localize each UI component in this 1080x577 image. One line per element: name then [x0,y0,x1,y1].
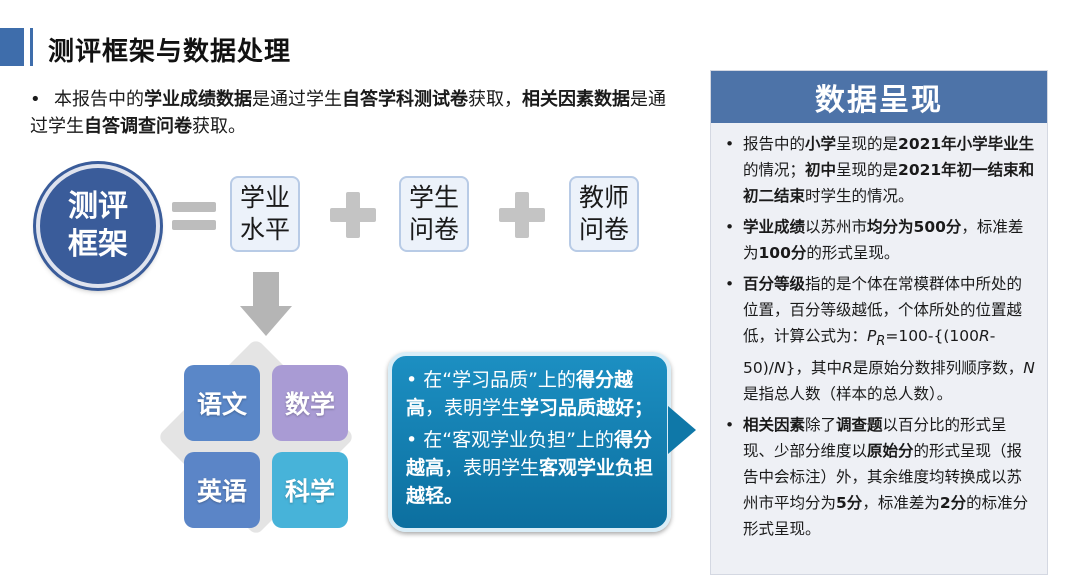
callout-item-learning-quality: • 在“学习品质”上的得分越高，表明学生学习品质越好； [406,369,654,419]
framework-circle: 测评框架 [36,164,160,288]
subject-tile-english: 英语 [184,452,260,528]
subject-tile-chinese: 语文 [184,365,260,441]
framework-circle-label: 测评框架 [68,189,128,262]
box-student-questionnaire: 学生问卷 [399,176,469,252]
intro-text: 本报告中的学业成绩数据是通过学生自答学科测试卷获取，相关因素数据是通过学生自答调… [30,89,666,137]
panel-item-related-factors-text: 相关因素除了调查题以百分比的形式呈现、少部分维度以原始分的形式呈现（报告中会标注… [743,416,1029,539]
down-arrow-icon [240,306,292,336]
panel-item-academic-score: • 学业成绩以苏州市均分为500分，标准差为100分的形式呈现。 [723,214,1037,266]
data-presentation-panel: 数据呈现 • 报告中的小学呈现的是2021年小学毕业生的情况；初中呈现的是202… [710,70,1048,575]
panel-body: • 报告中的小学呈现的是2021年小学毕业生的情况；初中呈现的是2021年初一结… [711,131,1047,547]
down-arrow-shaft [253,272,279,308]
panel-item-percentile-text: 百分等级指的是个体在常模群体中所处的位置，百分等级越低，个体所处的位置越低，计算… [743,275,1035,404]
score-interpretation-callout: • 在“学习品质”上的得分越高，表明学生学习品质越好； • 在“客观学业负担”上… [388,352,671,532]
panel-item-related-factors: • 相关因素除了调查题以百分比的形式呈现、少部分维度以原始分的形式呈现（报告中会… [723,412,1037,542]
box-teacher-questionnaire: 教师问卷 [569,176,639,252]
box-academic-level: 学业水平 [230,176,300,252]
panel-title: 数据呈现 [815,83,943,118]
panel-bullet: • [725,275,735,293]
plus-sign-1-v [346,192,360,238]
panel-bullet: • [725,218,735,236]
box-academic-level-label: 学业水平 [239,183,290,244]
equals-sign-bottom [172,220,216,230]
panel-bullet: • [725,135,735,153]
page-title: 测评框架与数据处理 [48,37,292,67]
title-accent-block [0,28,24,66]
subject-label-math: 数学 [284,390,335,419]
subject-tile-math: 数学 [272,365,348,441]
box-student-questionnaire-label: 学生问卷 [408,183,459,244]
subject-tile-science: 科学 [272,452,348,528]
panel-item-grades-text: 报告中的小学呈现的是2021年小学毕业生的情况；初中呈现的是2021年初一结束和… [743,135,1035,205]
panel-header: 数据呈现 [711,71,1047,123]
panel-bullet: • [725,416,735,435]
callout-item-academic-burden: • 在“客观学业负担”上的得分越高，表明学生客观学业负担越轻。 [406,429,654,507]
intro-bullet: • [30,89,41,110]
title-accent-line [30,28,33,66]
subject-label-science: 科学 [284,477,335,506]
panel-item-academic-score-text: 学业成绩以苏州市均分为500分，标准差为100分的形式呈现。 [743,218,1024,262]
plus-sign-2-v [515,192,529,238]
intro-paragraph: •本报告中的学业成绩数据是通过学生自答学科测试卷获取，相关因素数据是通过学生自答… [30,86,680,140]
subject-label-english: 英语 [196,477,247,506]
panel-item-percentile: • 百分等级指的是个体在常模群体中所处的位置，百分等级越低，个体所处的位置越低，… [723,271,1037,407]
subject-label-chinese: 语文 [196,390,247,419]
box-teacher-questionnaire-label: 教师问卷 [578,183,629,244]
panel-item-grades: • 报告中的小学呈现的是2021年小学毕业生的情况；初中呈现的是2021年初一结… [723,131,1037,209]
callout-pointer [668,406,696,454]
equals-sign-top [172,202,216,212]
